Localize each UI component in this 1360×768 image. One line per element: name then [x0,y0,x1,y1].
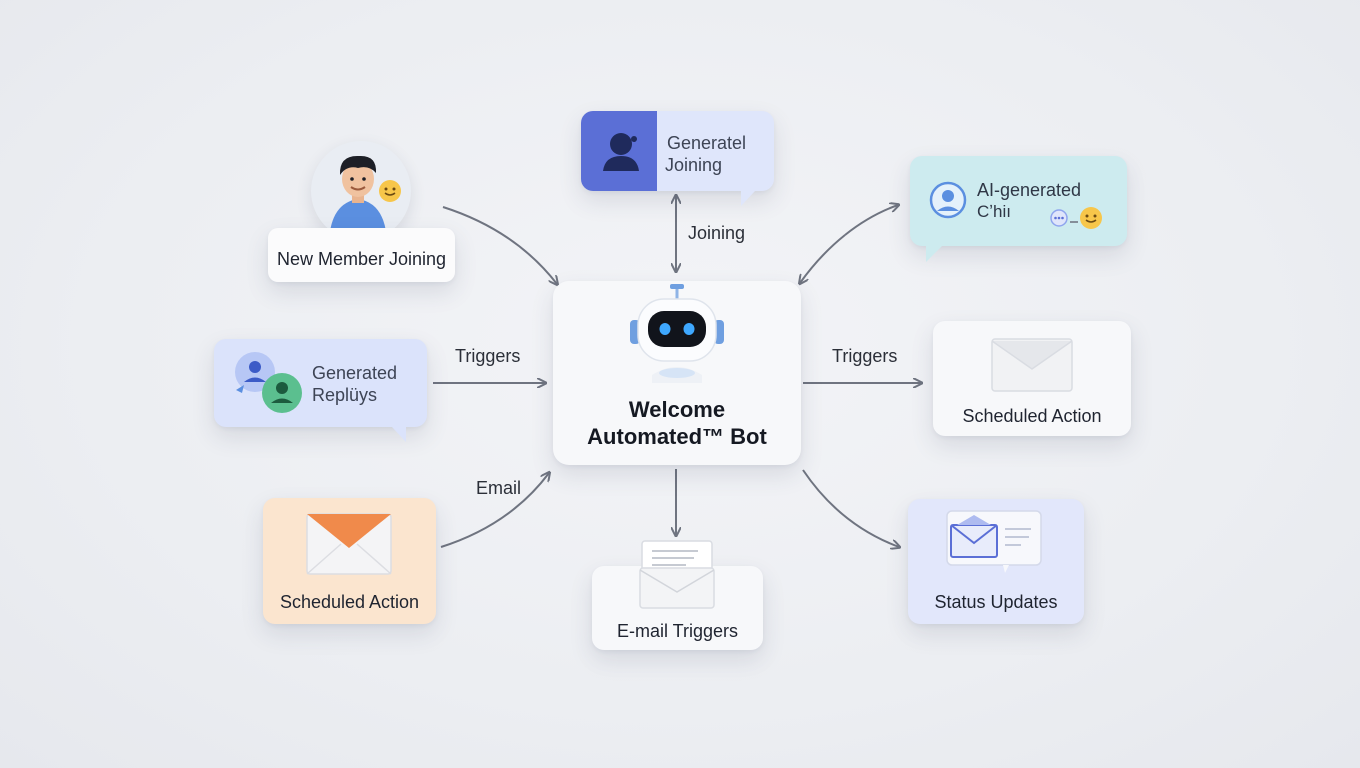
status-updates-label: Status Updates [934,592,1058,612]
arrow-scheduled-left-to-bot [440,473,549,548]
arrow-ai-chat-in [800,234,846,283]
ai-chat-card[interactable]: AI-generated Cʼhiı [910,156,1127,262]
email-document-icon [639,540,715,609]
users-chat-icon [235,352,302,413]
arrow-new-member-to-bot [442,206,557,284]
new-member-card[interactable]: New Member Joining [268,228,455,282]
new-member-label: New Member Joining [276,249,447,269]
edge-label-joining: Joining [688,223,746,243]
status-updates-card[interactable]: Status Updates [908,499,1084,624]
scheduled-action-left-card[interactable]: Scheduled Action [263,498,436,624]
user-circle-icon [929,181,967,219]
generated-joining-line1: Generatel [667,133,747,153]
scheduled-action-right-card[interactable]: Scheduled Action [933,321,1131,436]
emoji-smile-icon [379,180,401,202]
bot-title-line2: Automated™ Bot [587,424,767,449]
user-headset-icon [603,133,639,171]
welcome-bot-card[interactable]: Welcome Automated™ Bot [553,281,801,465]
generated-joining-card[interactable]: Generatel Joining [581,111,774,206]
arrow-bot-to-status [802,469,899,547]
scheduled-action-left-label: Scheduled Action [279,592,420,612]
generated-joining-icon-tile [581,111,657,191]
arrow-ai-chat-out [844,205,898,236]
edge-label-email: Email [476,478,522,498]
envelope-orange-icon [306,513,392,575]
ai-chat-line1: AI-generated [977,180,1082,200]
generated-replies-card[interactable]: Generated Replüys [214,339,427,442]
ai-chat-line2: Cʼhiı [977,202,1012,221]
email-triggers-label: E-mail Triggers [616,621,739,641]
new-member-avatar [311,141,411,241]
edge-label-triggers-right: Triggers [832,346,898,366]
robot-icon [630,284,724,383]
edge-label-triggers-left: Triggers [455,346,521,366]
generated-replies-line2: Replüys [312,385,378,405]
bot-title-line1: Welcome [628,397,726,422]
bubble-tail [926,246,942,262]
envelope-chat-icon [946,510,1042,573]
bubble-tail [392,427,406,442]
generated-joining-line2: Joining [665,155,723,175]
envelope-icon [991,338,1073,392]
scheduled-action-right-label: Scheduled Action [962,406,1102,426]
chat-dots-emoji-icon [1050,207,1102,229]
bubble-tail [741,191,755,206]
generated-replies-line1: Generated [312,363,398,383]
